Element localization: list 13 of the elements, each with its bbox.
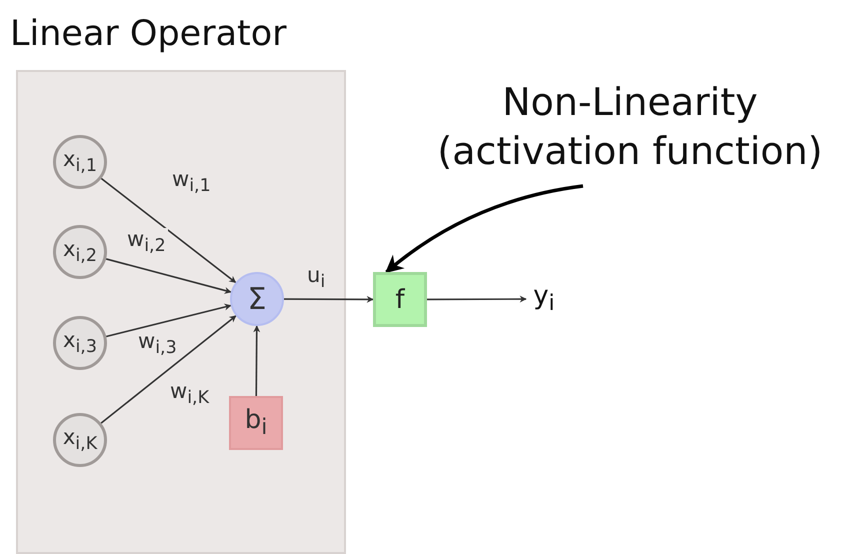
arrow xyxy=(106,304,232,338)
arrow xyxy=(427,296,527,303)
output-label: y$_{i}$ xyxy=(526,281,562,317)
arrow xyxy=(100,315,236,424)
arrow xyxy=(100,178,236,284)
arrow xyxy=(253,325,260,396)
panel-heading: Linear Operator xyxy=(10,13,287,56)
curved-arrow xyxy=(385,184,584,274)
arrow xyxy=(106,258,232,294)
activation-box: f xyxy=(373,272,427,327)
arrow xyxy=(284,296,374,303)
bias-box: b$_{i}$ xyxy=(229,396,283,450)
annotation-text: Non-Linearity (activation function) xyxy=(395,68,865,186)
